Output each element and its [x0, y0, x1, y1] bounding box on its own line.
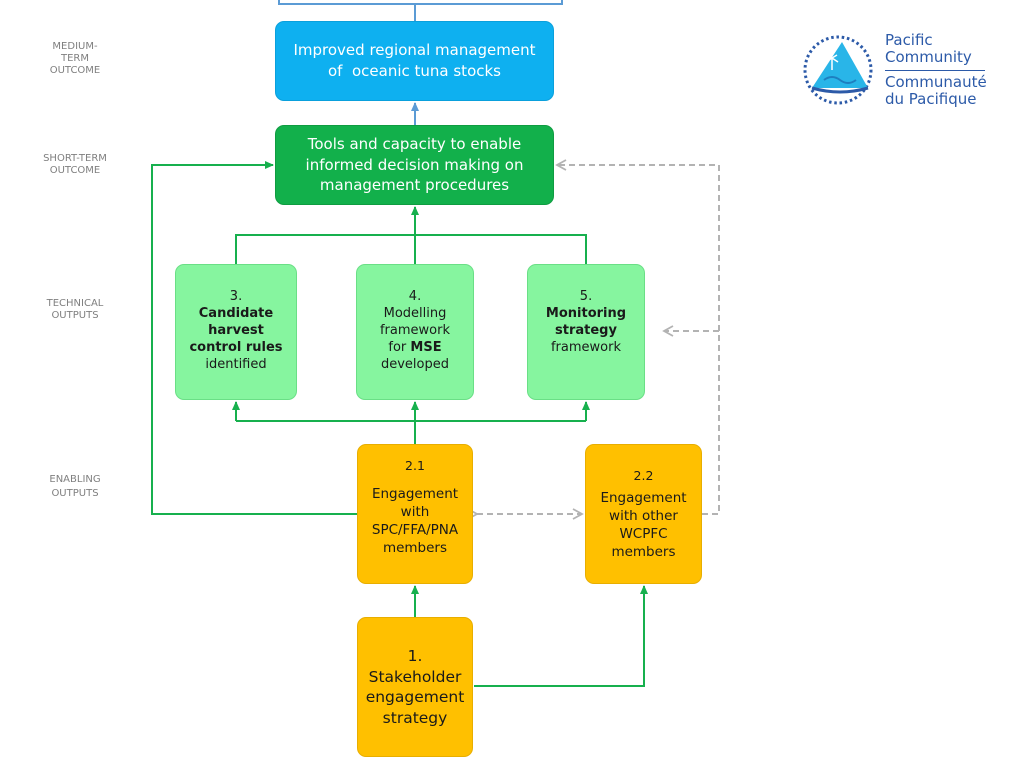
output-3-line-3: control rules [189, 340, 283, 355]
output-2-2-line-1: Engagement [600, 490, 687, 506]
output-1-line-2: engagement [365, 688, 465, 706]
output-2-2-line-2: with other [609, 508, 678, 524]
output-4-number: 4. [408, 289, 422, 304]
output-1-box: 1. Stakeholder engagement strategy [357, 617, 473, 757]
medium-term-outcome-box: Improved regional management of oceanic … [275, 21, 554, 101]
output-4-line-1: Modelling [383, 306, 447, 321]
output-4-line-3-prefix: for [388, 340, 411, 355]
pacific-community-logo: Pacific Community Communauté du Pacifiqu… [802, 30, 992, 114]
output-5-line-2: strategy [555, 323, 617, 338]
output-4-line-4: developed [380, 357, 449, 372]
logo-text-en-line-1: Pacific [885, 31, 933, 49]
logo-text-fr-line-2: du Pacifique [885, 90, 977, 108]
output-1-number: 1. [407, 647, 423, 665]
logo-text-en-line-2: Community [885, 48, 972, 66]
output-2-1-number: 2.1 [405, 458, 425, 473]
arrow-1-to-22 [474, 585, 648, 687]
short-term-outcome-box: Tools and capacity to enable informed de… [275, 125, 554, 205]
output-5-number: 5. [579, 289, 593, 304]
output-2-1-line-4: members [382, 540, 448, 556]
level-label-short-term: SHORT-TERM OUTCOME [43, 153, 107, 176]
arrow-21-to-short [151, 161, 357, 515]
output-2-1-box: 2.1 Engagement with SPC/FFA/PNA members [357, 444, 473, 584]
output-2-2-line-4: members [611, 544, 676, 560]
connector-out5-to-short [415, 234, 587, 264]
output-1-line-1: Stakeholder [368, 667, 462, 686]
logo-divider [885, 70, 985, 71]
output-3-line-4: identified [205, 357, 267, 372]
level-label-enabling: ENABLING OUTPUTS [49, 474, 101, 499]
output-2-2-line-3: WCPFC [619, 526, 668, 542]
output-5-line-1: Monitoring [545, 306, 627, 321]
short-line-1: Tools and capacity to enable [307, 135, 522, 154]
short-line-3: management procedures [319, 176, 510, 195]
output-5-line-3: framework [550, 340, 621, 355]
output-3-number: 3. [229, 289, 243, 304]
short-line-2: informed decision making on [305, 155, 524, 174]
output-1-line-3: strategy [382, 708, 448, 727]
connector-out3-to-short [235, 234, 415, 264]
medium-line-2: of oceanic tuna stocks [327, 62, 501, 80]
output-2-2-number: 2.2 [633, 468, 654, 483]
dashed-22-to-short [555, 159, 720, 515]
level-label-medium-term: MEDIUM- TERM OUTCOME [49, 41, 101, 76]
output-3-line-2: harvest [208, 323, 264, 338]
output-4-line-3-bold: MSE [410, 340, 442, 355]
output-2-1-line-3: SPC/FFA/PNA [371, 522, 459, 538]
output-5-box: 5. Monitoring strategy framework [527, 264, 645, 400]
output-2-1-line-2: with [400, 504, 430, 520]
output-2-1-line-1: Engagement [371, 486, 459, 502]
output-2-2-box: 2.2 Engagement with other WCPFC members [585, 444, 702, 584]
pacific-community-emblem-icon [803, 35, 873, 105]
output-4-box: 4. Modelling framework for MSE developed [356, 264, 474, 400]
logo-text-fr-line-1: Communauté [885, 73, 987, 91]
output-3-line-1: Candidate [198, 306, 274, 321]
level-label-technical: TECHNICAL OUTPUTS [46, 298, 104, 321]
top-stub-outline [278, 0, 563, 5]
output-4-line-2: framework [379, 323, 450, 338]
medium-line-1: Improved regional management [293, 41, 536, 59]
output-3-box: 3. Candidate harvest control rules ident… [175, 264, 297, 400]
output-4-line-3: for MSE [388, 339, 441, 356]
